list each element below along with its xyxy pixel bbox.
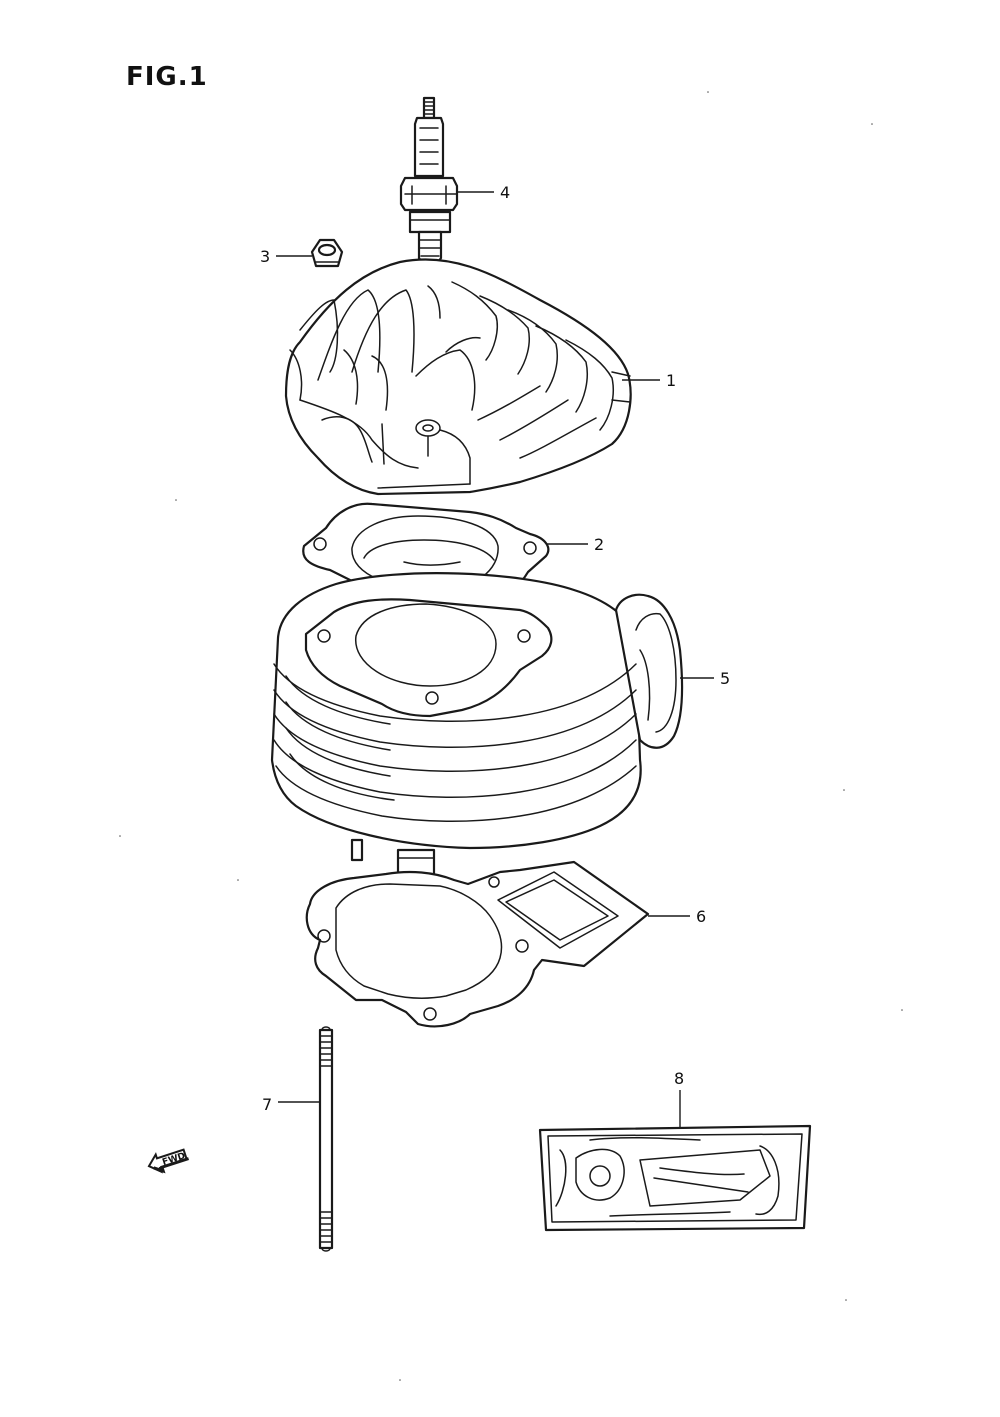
part-1-cylinder-head — [284, 258, 632, 496]
part-8-gasket-set — [538, 1124, 812, 1232]
callout-7: 7 — [262, 1095, 272, 1114]
part-3-nut — [310, 238, 344, 268]
callout-3: 3 — [260, 247, 270, 266]
part-4-spark-plug — [399, 96, 459, 266]
part-5-cylinder — [270, 572, 684, 888]
fwd-arrow-icon: FWD — [147, 1148, 190, 1174]
scan-specks — [119, 91, 903, 1381]
part-7-stud-bolt — [318, 1026, 334, 1252]
callout-8: 8 — [674, 1069, 684, 1088]
fwd-label: FWD — [161, 1151, 186, 1168]
leader-lines — [276, 191, 714, 1128]
callout-6: 6 — [696, 907, 706, 926]
callout-1: 1 — [666, 371, 676, 390]
callout-4: 4 — [500, 183, 510, 202]
figure-title: FIG.1 — [126, 62, 208, 92]
part-6-base-gasket — [305, 860, 650, 1028]
callout-5: 5 — [720, 669, 730, 688]
callout-2: 2 — [594, 535, 604, 554]
